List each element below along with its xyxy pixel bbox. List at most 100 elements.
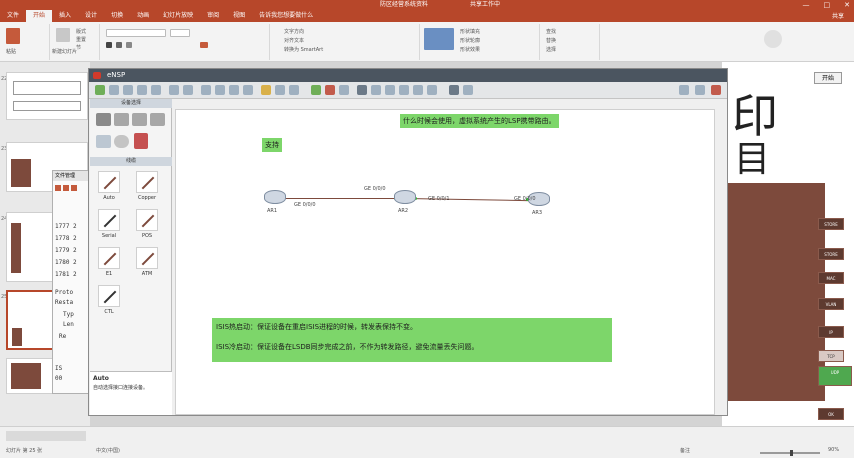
open-icon[interactable] (109, 85, 119, 95)
capture-icon[interactable] (339, 85, 349, 95)
zoom-out-icon[interactable] (413, 85, 423, 95)
clear-icon[interactable] (243, 85, 253, 95)
tree-item[interactable]: Typ (63, 311, 74, 318)
find-label[interactable]: 查找 (546, 29, 557, 35)
cable-atm[interactable]: ATM (134, 247, 160, 277)
shape-effects-label[interactable]: 形状效果 (460, 47, 481, 53)
isis-note-box[interactable]: ISIS热启动：保证设备在重启ISIS进程的时候，转发表保持不变。 ISIS冷启… (212, 318, 612, 362)
reset-label[interactable]: 重置 (76, 37, 87, 43)
start-device-icon[interactable] (311, 85, 321, 95)
shape-outline-label[interactable]: 形状轮廓 (460, 38, 481, 44)
stop-device-icon[interactable] (325, 85, 335, 95)
undo-icon[interactable] (169, 85, 179, 95)
toolbar-icon[interactable] (55, 185, 61, 191)
cloud-category-icon[interactable] (114, 135, 129, 148)
ribbon-extra-icon[interactable] (764, 30, 782, 48)
router-category-icon[interactable] (96, 113, 111, 126)
slide-button[interactable]: MAC (818, 272, 844, 284)
router-icon[interactable] (394, 190, 416, 204)
cable-auto[interactable]: Auto (96, 171, 122, 201)
link-ar1-ar2[interactable] (276, 198, 400, 199)
shapes-gallery[interactable] (424, 28, 454, 50)
router-icon[interactable] (264, 190, 286, 204)
grid-icon[interactable] (371, 85, 381, 95)
cable-copper[interactable]: Copper (134, 171, 160, 201)
save-icon[interactable] (123, 85, 133, 95)
window-min-icon[interactable] (695, 85, 705, 95)
font-color-icon[interactable] (200, 42, 208, 48)
tab-file[interactable]: 文件 (7, 12, 20, 19)
window-menu-icon[interactable] (679, 85, 689, 95)
tab-insert[interactable]: 插入 (59, 12, 72, 19)
minimize-icon[interactable]: — (802, 1, 810, 9)
zoom-slider-knob[interactable] (790, 450, 793, 456)
slide-button[interactable]: OK (818, 408, 844, 420)
new-topology-icon[interactable] (95, 85, 105, 95)
cable-ctl[interactable]: CTL (96, 285, 122, 315)
redo-icon[interactable] (183, 85, 193, 95)
tree-item[interactable]: Len (63, 321, 74, 328)
palette-icon[interactable] (385, 85, 395, 95)
firewall-category-icon[interactable] (150, 113, 165, 126)
tab-design[interactable]: 设计 (85, 12, 98, 19)
tell-me-search[interactable]: 告诉我您想要做什么 (259, 12, 314, 19)
tree-item[interactable]: Proto (55, 289, 74, 296)
help-icon[interactable] (463, 85, 473, 95)
select-label[interactable]: 选择 (546, 47, 557, 53)
toolbar-icon[interactable] (63, 185, 69, 191)
ellipse-icon[interactable] (289, 85, 299, 95)
align-text-label[interactable]: 对齐文本 (284, 38, 305, 44)
tab-review[interactable]: 审阅 (207, 12, 220, 19)
font-size-select[interactable] (170, 29, 190, 37)
smartart-label[interactable]: 转换为 SmartArt (284, 47, 324, 53)
note-support[interactable]: 支持 (262, 138, 282, 152)
section-label[interactable]: 节 (76, 45, 82, 51)
slide-button-green[interactable]: UDP (818, 366, 852, 386)
tree-item[interactable]: Resta (55, 299, 74, 306)
tree-item[interactable]: Re (59, 333, 67, 340)
new-slide-icon[interactable] (56, 28, 70, 42)
save-as-icon[interactable] (137, 85, 147, 95)
slide-button[interactable]: TCP (818, 350, 844, 362)
delete-icon[interactable] (229, 85, 239, 95)
topology-canvas[interactable]: 什么时候会使用，虚拟系统产生的LSP携带路由。 支持 AR1 AR2 AR3 G… (175, 109, 715, 415)
tab-view[interactable]: 视图 (233, 12, 246, 19)
slide-top-button[interactable]: 开始 (814, 72, 842, 84)
slide-button[interactable]: IP (818, 326, 844, 338)
share-button[interactable]: 共享 (831, 13, 844, 20)
rectangle-icon[interactable] (275, 85, 285, 95)
layout-label[interactable]: 版式 (76, 29, 87, 35)
maximize-icon[interactable]: □ (823, 1, 831, 9)
list-item[interactable]: 1779 2 (55, 247, 77, 254)
fit-icon[interactable] (427, 85, 437, 95)
cable-pos[interactable]: POS (134, 209, 160, 239)
bold-icon[interactable] (106, 42, 112, 48)
router-icon[interactable] (528, 192, 550, 206)
zoom-level[interactable]: 90% (828, 447, 840, 453)
underline-icon[interactable] (126, 42, 132, 48)
list-item[interactable]: 1777 2 (55, 223, 77, 230)
list-item[interactable]: 1781 2 (55, 271, 77, 278)
hand-icon[interactable] (215, 85, 225, 95)
select-icon[interactable] (201, 85, 211, 95)
paste-icon[interactable] (6, 28, 20, 44)
window-close-icon[interactable] (711, 85, 721, 95)
settings-icon[interactable] (449, 85, 459, 95)
print-icon[interactable] (151, 85, 161, 95)
language-indicator[interactable]: 中文(中国) (96, 448, 120, 454)
font-family-select[interactable] (106, 29, 166, 37)
topology-icon[interactable] (357, 85, 367, 95)
close-icon[interactable]: ✕ (844, 1, 850, 9)
italic-icon[interactable] (116, 42, 122, 48)
text-icon[interactable] (261, 85, 271, 95)
list-item[interactable]: 1778 2 (55, 235, 77, 242)
connection-category-icon[interactable] (134, 133, 148, 149)
list-item[interactable]: 1780 2 (55, 259, 77, 266)
replace-label[interactable]: 替换 (546, 38, 557, 44)
tab-home[interactable]: 开始 (26, 10, 53, 22)
slide-button[interactable]: VLAN (818, 298, 844, 310)
note-lsp[interactable]: 什么时候会使用，虚拟系统产生的LSP携带路由。 (400, 114, 559, 128)
toolbar-icon[interactable] (71, 185, 77, 191)
slide-button[interactable]: STORE (818, 248, 844, 260)
tab-slideshow[interactable]: 幻灯片放映 (163, 12, 194, 19)
